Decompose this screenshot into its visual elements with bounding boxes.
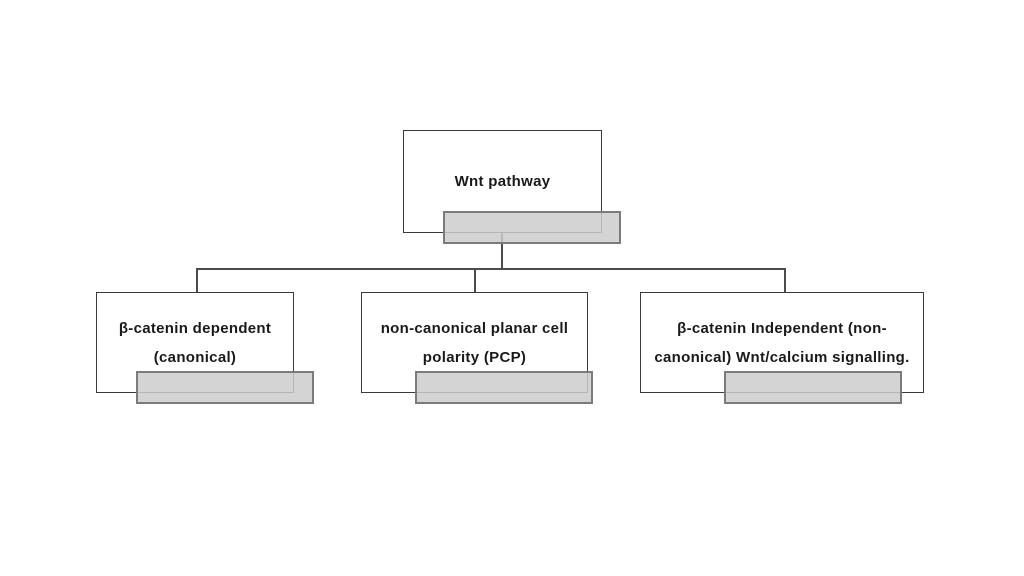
node-label: β-catenin Independent (non-: [677, 319, 887, 337]
connector-root-stem: [501, 232, 503, 269]
connector-drop-left: [196, 268, 198, 293]
node-label: β-catenin dependent: [118, 319, 272, 337]
node-label: canonical) Wnt/calcium signalling.: [654, 348, 910, 366]
node-label: Wnt pathway: [454, 173, 551, 190]
shadow-bar-canonical: [136, 371, 314, 404]
node-label: polarity (PCP): [422, 348, 527, 366]
connector-drop-middle: [474, 268, 476, 293]
node-label: non-canonical planar cell: [380, 319, 569, 337]
node-label: (canonical): [153, 348, 237, 366]
connector-drop-right: [784, 268, 786, 293]
shadow-bar-pcp: [415, 371, 593, 404]
shadow-bar-calcium: [724, 371, 902, 404]
connector-crossbar: [196, 268, 786, 270]
shadow-bar-wnt-pathway: [443, 211, 621, 244]
